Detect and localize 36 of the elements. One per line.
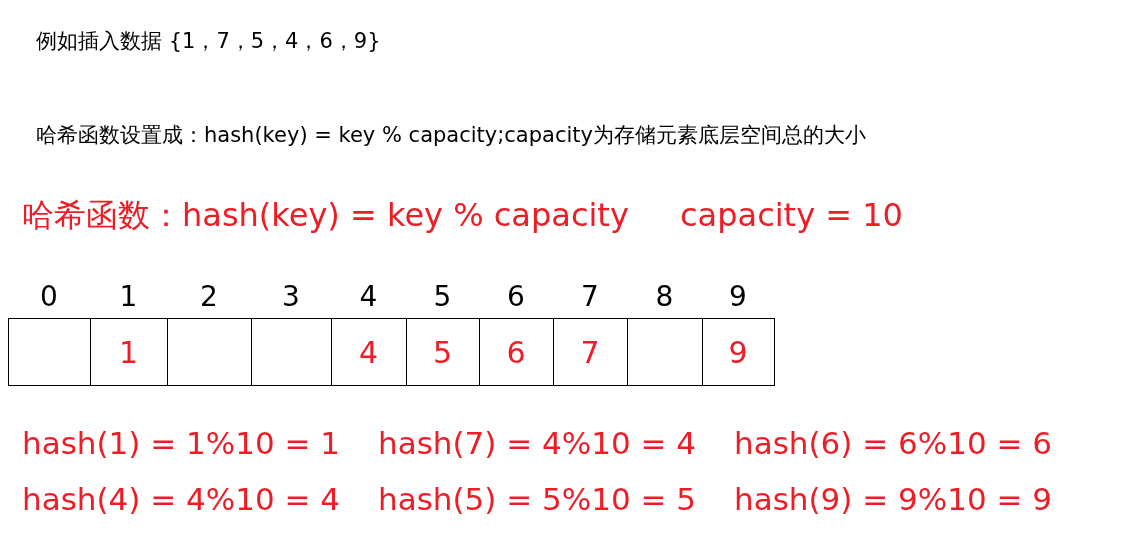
array-cell <box>702 318 775 386</box>
stored-value: 7 <box>580 334 600 370</box>
index-number: 8 <box>655 280 674 313</box>
index-number: 4 <box>359 280 378 313</box>
array-cell <box>406 318 480 386</box>
formula-text: hash(4) = 4%10 = 4 <box>22 482 341 517</box>
stored-value: 9 <box>728 334 748 370</box>
array-cell <box>251 318 332 386</box>
description-text: 哈希函数：hash(key) = key % capacity <box>22 198 629 234</box>
index-number: 2 <box>200 280 218 313</box>
description-text: 哈希函数设置成：hash(key) = key % capacity;capacity为存储元素底层空间总的大小 <box>36 124 866 148</box>
index-number: 0 <box>40 280 58 313</box>
parameter-text: capacity = 10 <box>680 198 903 234</box>
index-number: 5 <box>433 280 452 313</box>
stored-value: 6 <box>506 334 526 370</box>
array-cell <box>167 318 252 386</box>
stored-value: 4 <box>358 334 379 370</box>
index-number: 6 <box>507 280 525 313</box>
stored-value: 1 <box>118 334 139 370</box>
array-cell <box>8 318 91 386</box>
array-cell <box>90 318 168 386</box>
formula-text: hash(9) = 9%10 = 9 <box>734 482 1053 517</box>
formula-text: hash(6) = 6%10 = 6 <box>734 426 1053 461</box>
formula-text: hash(5) = 5%10 = 5 <box>378 482 697 517</box>
array-cell <box>479 318 554 386</box>
index-number: 1 <box>119 280 138 313</box>
formula-text: hash(1) = 1%10 = 1 <box>22 426 341 461</box>
description-text: 例如插入数据 {1，7，5，4，6，9} <box>36 30 381 54</box>
index-number: 3 <box>282 280 300 313</box>
stored-value: 5 <box>432 334 453 370</box>
index-number: 9 <box>729 280 747 313</box>
array-cell <box>331 318 407 386</box>
array-cell <box>553 318 628 386</box>
formula-text: hash(7) = 4%10 = 4 <box>378 426 697 461</box>
array-cell <box>627 318 703 386</box>
index-number: 7 <box>581 280 599 313</box>
